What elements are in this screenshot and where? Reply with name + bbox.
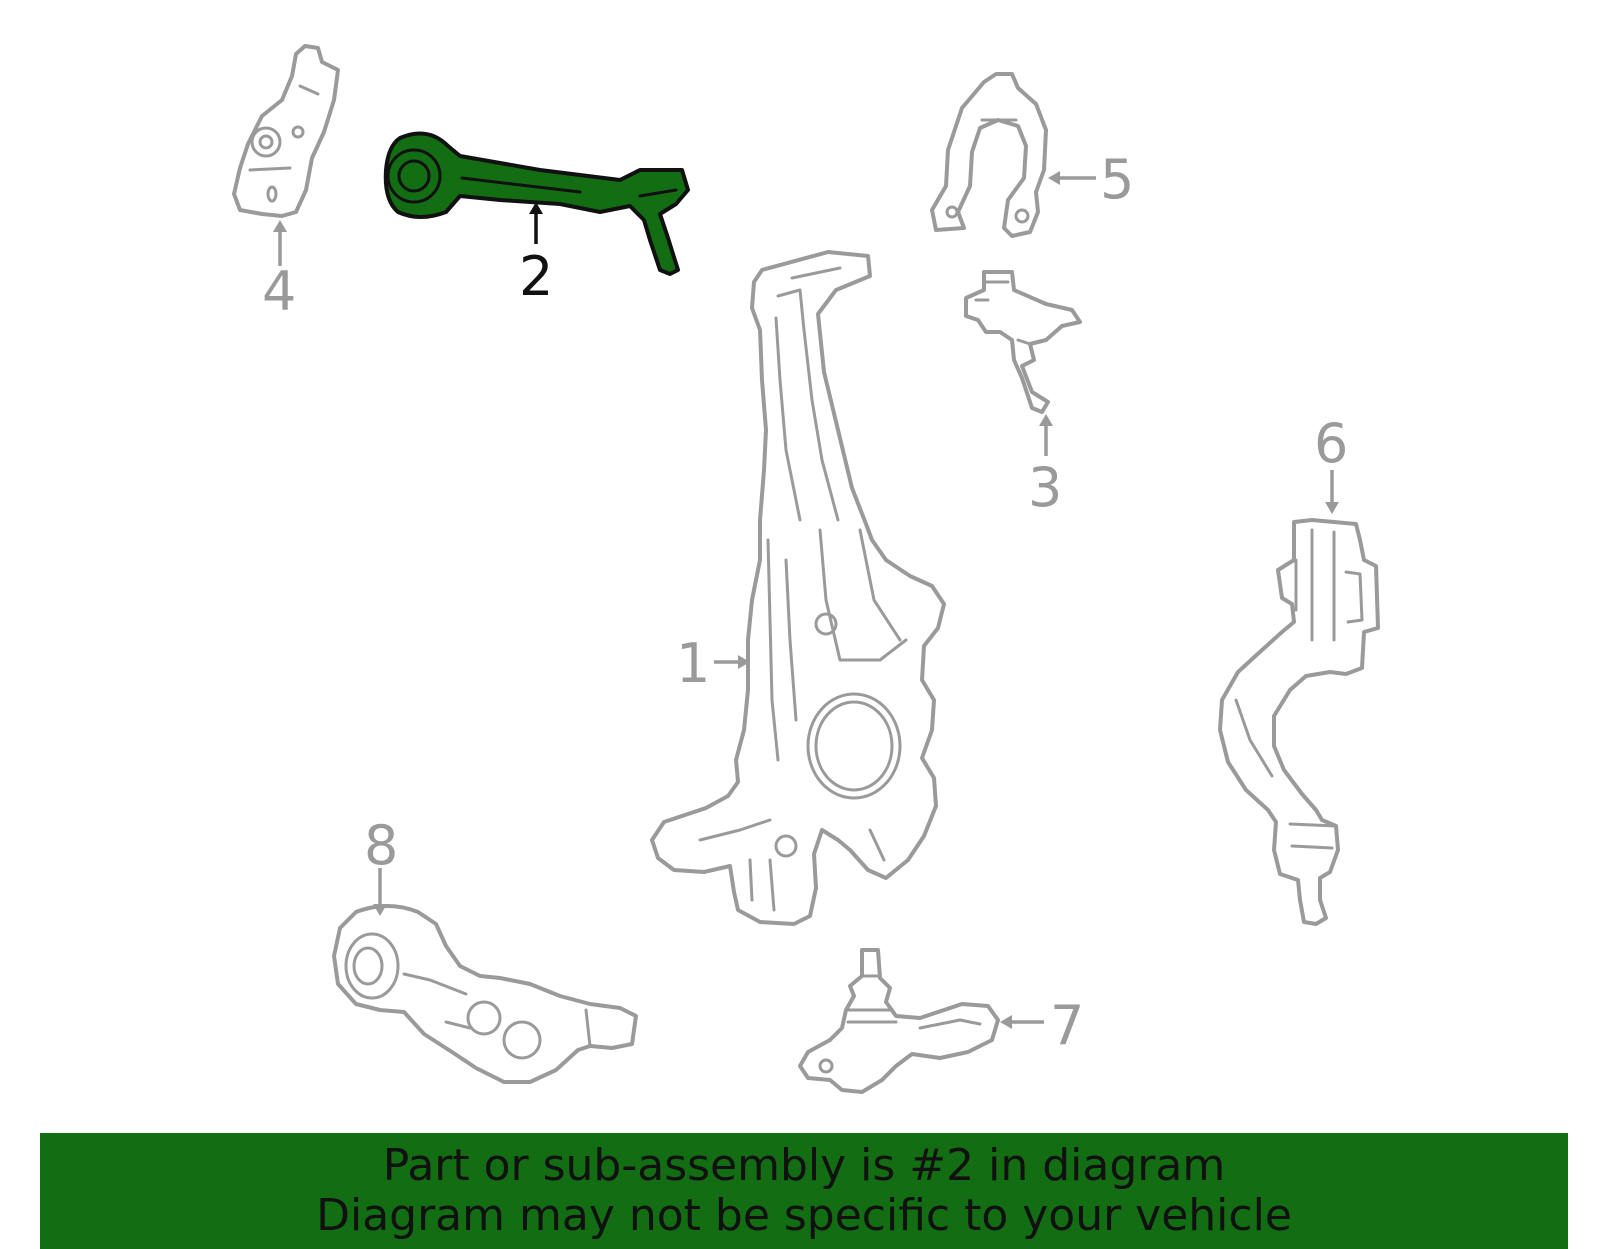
part-5-bracket[interactable] (930, 72, 1048, 238)
callout-3[interactable]: 3 (1028, 414, 1062, 519)
svg-text:3: 3 (1028, 456, 1062, 519)
callout-5[interactable]: 5 (1048, 148, 1134, 211)
info-banner: Part or sub-assembly is #2 in diagram Di… (40, 1133, 1568, 1249)
callout-1[interactable]: 1 (676, 632, 750, 695)
callout-6[interactable]: 6 (1314, 412, 1348, 514)
part-2-upper-control-arm[interactable] (383, 131, 690, 276)
svg-text:4: 4 (262, 260, 296, 323)
part-3-ball-joint[interactable] (964, 270, 1082, 414)
part-6-lower-control-arm[interactable] (1218, 518, 1380, 926)
parts-diagram: 1 2 3 4 5 6 7 8 (232, 44, 1380, 1094)
callout-2[interactable]: 2 (519, 202, 553, 308)
svg-text:2: 2 (519, 245, 553, 308)
svg-text:8: 8 (364, 814, 398, 877)
callout-4[interactable]: 4 (262, 220, 296, 323)
part-8-lower-arm[interactable] (332, 904, 638, 1084)
svg-text:6: 6 (1314, 412, 1348, 475)
svg-text:7: 7 (1050, 994, 1084, 1057)
svg-text:5: 5 (1100, 148, 1134, 211)
banner-line-2: Diagram may not be specific to your vehi… (316, 1190, 1292, 1241)
part-7-ball-joint[interactable] (798, 948, 1000, 1094)
part-1-steering-knuckle[interactable] (650, 250, 946, 926)
svg-text:1: 1 (676, 632, 710, 695)
banner-line-1: Part or sub-assembly is #2 in diagram (382, 1140, 1226, 1191)
callout-7[interactable]: 7 (1000, 994, 1084, 1057)
callout-8[interactable]: 8 (364, 814, 398, 916)
part-4-bracket[interactable] (232, 44, 340, 218)
